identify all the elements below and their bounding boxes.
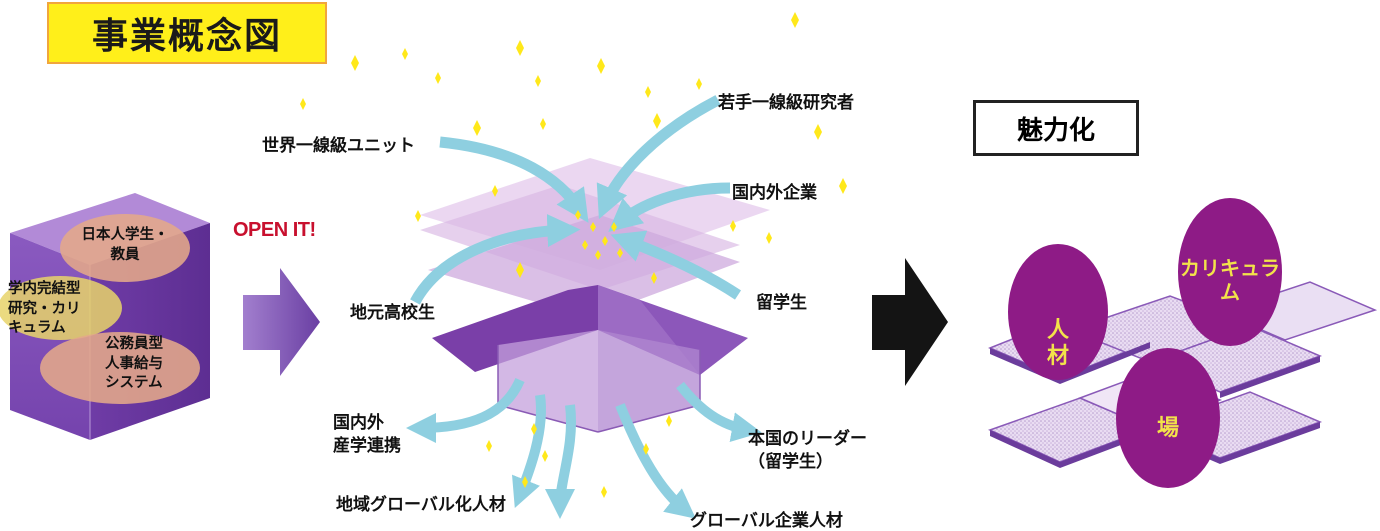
circle-curriculum — [1178, 198, 1282, 346]
purple-arrow — [243, 268, 320, 376]
left-cube — [0, 193, 210, 440]
label-industry-collab: 国内外 産学連携 — [333, 413, 401, 456]
cube-top-label: 日本人学生・ 教員 — [81, 227, 169, 263]
circle-curriculum-label: カリキュラ ム — [1180, 256, 1280, 304]
cube-middle-label: 学内完結型 研究・カリ キュラム — [8, 281, 81, 337]
label-home-leaders: 本国のリーダー （留学生） — [748, 429, 867, 472]
label-world-unit: 世界一線級ユニット — [262, 136, 415, 156]
outflow-arrows — [406, 377, 762, 519]
cube-ellipse-top — [60, 214, 190, 282]
miryoku-label: 魅力化 — [973, 100, 1139, 156]
label-young-researcher: 若手一線級研究者 — [718, 93, 854, 113]
sparkles — [300, 12, 847, 498]
box-flap-left — [432, 285, 598, 372]
box-left-side — [498, 330, 598, 432]
circle-people — [1008, 244, 1108, 380]
open-box — [420, 158, 770, 433]
cube-ellipse-middle — [0, 276, 122, 340]
cube-ellipse-bottom — [40, 332, 200, 404]
black-arrow — [872, 258, 948, 386]
open-it-label: OPEN IT! — [233, 219, 316, 241]
page-title: 事業概念図 — [47, 2, 327, 64]
cube-bottom-label: 公務員型 人事給与 システム — [105, 336, 163, 392]
label-local-students: 地元高校生 — [350, 303, 435, 323]
circle-people-label: 人 材 — [1046, 318, 1069, 370]
tile-edges — [990, 342, 1320, 468]
label-regional-talent: 地域グローバル化人材 — [336, 495, 506, 515]
circle-place — [1116, 348, 1220, 488]
circle-place-label: 場 — [1156, 416, 1179, 441]
label-intl-students: 留学生 — [756, 293, 807, 313]
label-companies: 国内外企業 — [732, 183, 817, 203]
label-global-talent: グローバル企業人材 — [690, 511, 843, 531]
inflow-arrows — [410, 95, 742, 305]
